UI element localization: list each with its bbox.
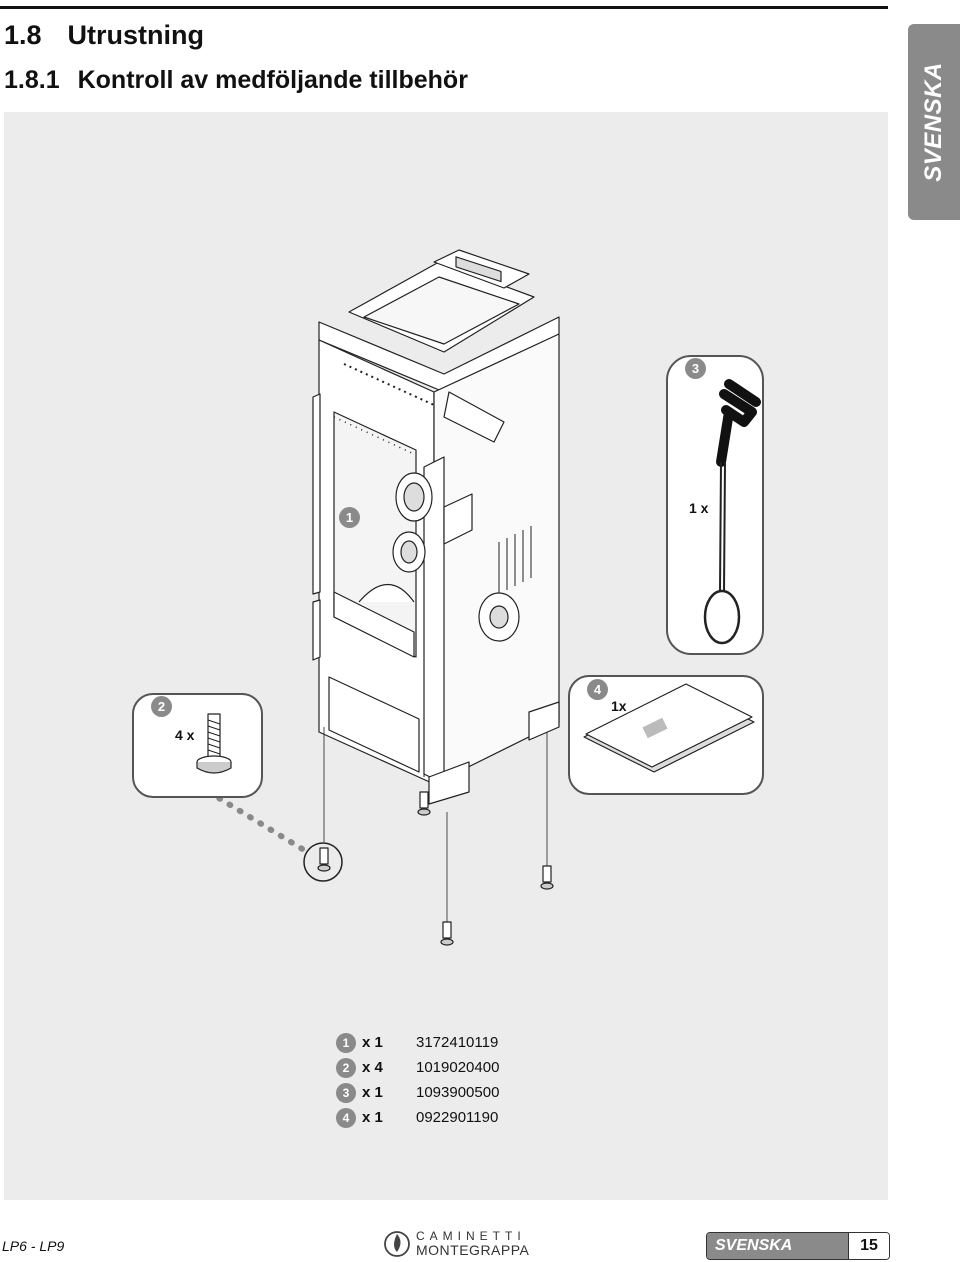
page-number: 15 bbox=[848, 1233, 889, 1259]
highlight-circle bbox=[303, 842, 343, 882]
part-code: 1019020400 bbox=[416, 1059, 500, 1076]
callout-3: 3 bbox=[685, 358, 706, 379]
subsection-number: 1.8.1 bbox=[4, 66, 60, 94]
section-heading: 1.8 Utrustning bbox=[4, 20, 204, 51]
section-title: Utrustning bbox=[67, 20, 205, 50]
part-code: 0922901190 bbox=[416, 1109, 499, 1126]
language-side-tab-label: SVENSKA bbox=[920, 62, 947, 182]
screw-icon bbox=[196, 713, 232, 774]
part-badge: 3 bbox=[336, 1082, 356, 1103]
parts-list-item: 3 x 1 1093900500 bbox=[336, 1080, 499, 1105]
footer-language: SVENSKA bbox=[707, 1233, 848, 1259]
part-badge: 1 bbox=[336, 1032, 356, 1053]
subsection-heading: 1.8.1 Kontroll av medföljande tillbehör bbox=[4, 66, 468, 95]
part-badge: 2 bbox=[336, 1057, 356, 1078]
brush-callout-box bbox=[666, 355, 764, 655]
footer-page-tab: SVENSKA 15 bbox=[706, 1232, 890, 1260]
screw-icon bbox=[417, 791, 431, 816]
part-code: 3172410119 bbox=[416, 1034, 499, 1051]
screw-icon bbox=[440, 921, 454, 946]
callout-4: 4 bbox=[587, 679, 608, 700]
stove-illustration bbox=[132, 249, 764, 946]
stove-body bbox=[312, 249, 560, 805]
dotted-connector bbox=[206, 789, 307, 853]
screws-qty-label: 4 x bbox=[175, 727, 195, 743]
part-qty: x 1 bbox=[362, 1109, 383, 1126]
flame-logo-icon bbox=[384, 1231, 410, 1257]
callout-2: 2 bbox=[151, 696, 172, 717]
section-number: 1.8 bbox=[4, 20, 42, 50]
brand-name-line1: CAMINETTI bbox=[416, 1229, 526, 1243]
part-qty: x 4 bbox=[362, 1059, 383, 1076]
top-rule bbox=[0, 6, 888, 9]
part-qty: x 1 bbox=[362, 1084, 383, 1101]
screw-icon bbox=[317, 847, 331, 872]
footer-model: LP6 - LP9 bbox=[2, 1238, 65, 1254]
language-side-tab: SVENSKA bbox=[908, 24, 960, 220]
manual-booklet-icon bbox=[583, 683, 755, 773]
brand-logo: CAMINETTI MONTEGRAPPA bbox=[384, 1228, 529, 1258]
screws-callout-box bbox=[132, 693, 263, 798]
parts-list-item: 4 x 1 0922901190 bbox=[336, 1105, 499, 1130]
parts-list-item: 2 x 4 1019020400 bbox=[336, 1055, 499, 1080]
brand-name-line2: MONTEGRAPPA bbox=[416, 1242, 530, 1258]
subsection-title: Kontroll av medföljande tillbehör bbox=[77, 66, 468, 94]
manual-qty-label: 1x bbox=[611, 698, 627, 714]
parts-list: 1 x 1 3172410119 2 x 4 1019020400 3 x 1 … bbox=[336, 1030, 499, 1130]
part-code: 1093900500 bbox=[416, 1084, 500, 1101]
part-qty: x 1 bbox=[362, 1034, 383, 1051]
brush-qty-label: 1 x bbox=[689, 500, 709, 516]
part-badge: 4 bbox=[336, 1107, 356, 1128]
cleaning-brush-icon bbox=[703, 379, 761, 645]
callout-1: 1 bbox=[339, 507, 360, 528]
screw-icon bbox=[540, 865, 554, 890]
parts-list-item: 1 x 1 3172410119 bbox=[336, 1030, 499, 1055]
